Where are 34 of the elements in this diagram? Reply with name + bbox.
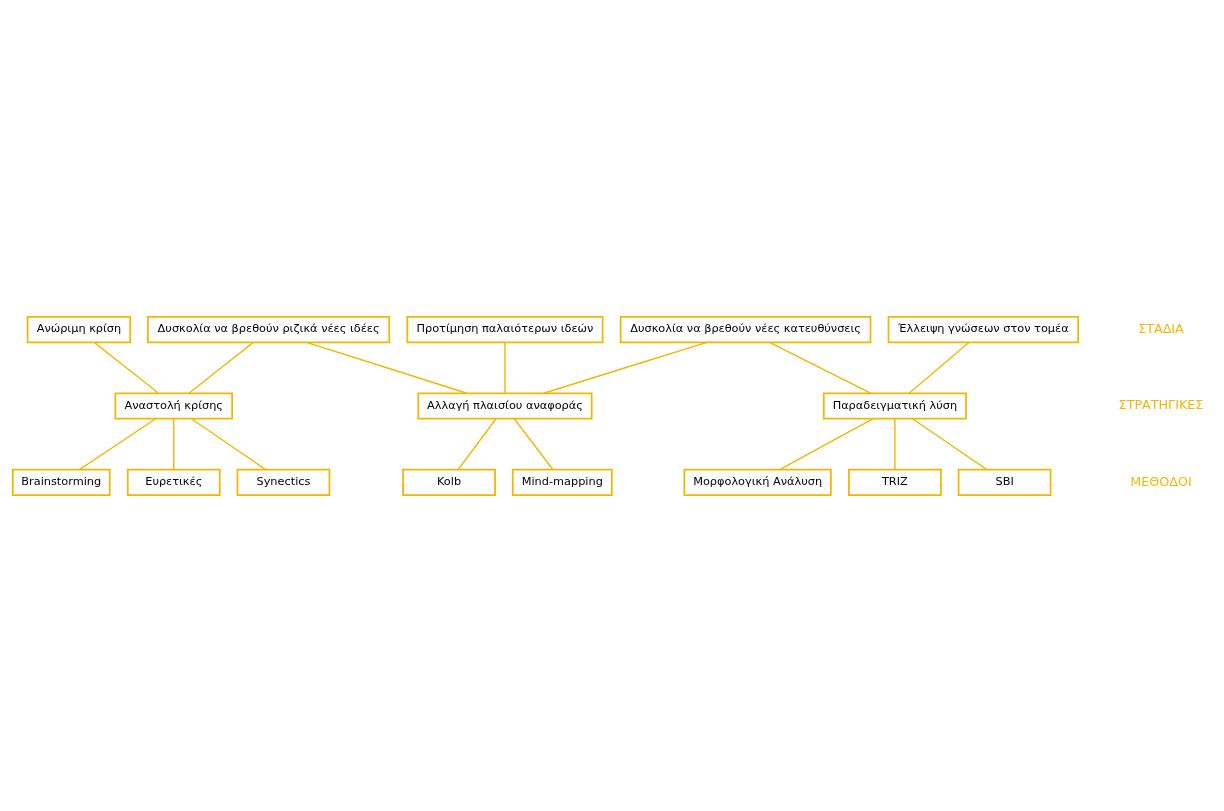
connector <box>543 341 708 394</box>
connector <box>779 417 874 470</box>
node-box: Brainstorming <box>11 468 111 496</box>
connector <box>894 417 896 470</box>
node-box: Kolb <box>402 468 496 496</box>
node-box: TRIZ <box>848 468 942 496</box>
label: ΣΤΡΑΤΗΓΙΚΕΣ <box>1118 396 1204 412</box>
label: ΜΕΘΟΔΟΙ <box>1130 473 1192 489</box>
node-box: Παραδειγματική λύση <box>822 391 967 420</box>
node-box: Αλλαγή πλαισίου αναφοράς <box>417 391 593 420</box>
node-box: Δυσκολία να βρεθούν νέες κατευθύνσεις <box>619 315 872 343</box>
connector <box>911 417 988 470</box>
connector <box>78 417 157 470</box>
connector <box>768 341 872 394</box>
connector <box>188 341 255 394</box>
label: ΣΤΑΔΙΑ <box>1138 320 1184 336</box>
node-box: Έλλειψη γνώσεων στον τομέα <box>887 315 1080 343</box>
node-box: Αναστολή κρίσης <box>114 391 234 420</box>
node-box: Ανώριμη κρίση <box>26 315 132 343</box>
node-box: Synectics <box>236 468 331 496</box>
connector <box>190 417 267 470</box>
node-box: Δυσκολία να βρεθούν ριζικά νέες ιδέες <box>147 315 391 343</box>
connector <box>93 341 159 394</box>
connector <box>504 341 506 394</box>
node-box: Ευρετικές <box>126 468 221 496</box>
connector <box>908 341 970 394</box>
node-box: Προτίμηση παλαιότερων ιδεών <box>406 315 604 343</box>
connector <box>457 417 497 470</box>
node-box: Mind-mapping <box>511 468 613 496</box>
connector <box>305 341 468 394</box>
node-box: SBI <box>957 468 1052 496</box>
node-box: Μορφολογική Ανάλυση <box>683 468 832 496</box>
connector <box>513 417 554 470</box>
connector <box>173 417 175 470</box>
